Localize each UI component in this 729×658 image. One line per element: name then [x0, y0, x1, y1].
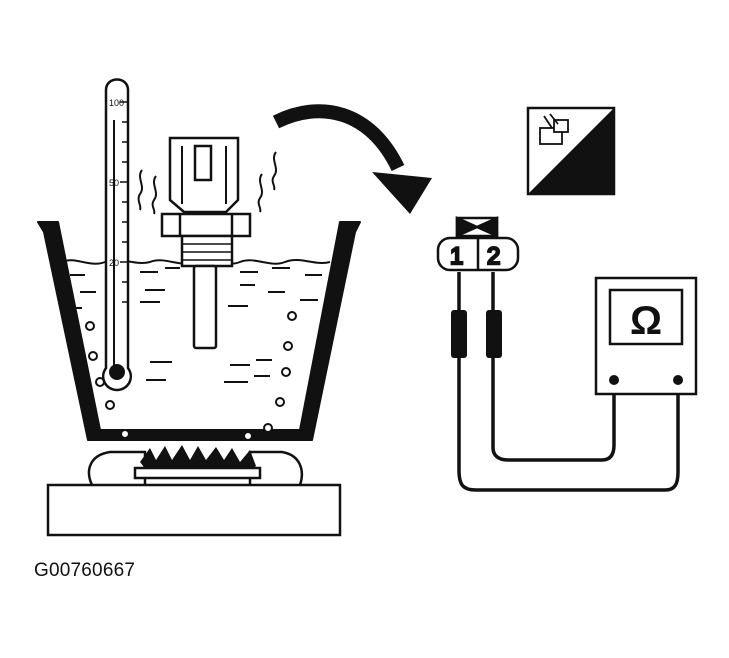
thermometer-label-low: 20	[109, 258, 119, 268]
test-lead-2-wire	[491, 272, 616, 462]
test-lead-1-wire	[457, 272, 680, 492]
sensor-connector-latch	[193, 144, 213, 182]
water-ripples	[70, 267, 322, 383]
test-lead-2-probe	[486, 310, 502, 358]
ohmmeter: Ω	[594, 276, 698, 396]
thermometer: 100 50 20	[101, 78, 133, 392]
burner-ring	[133, 466, 262, 480]
ohmmeter-display	[608, 288, 684, 346]
curved-arrow-shaft	[272, 104, 405, 172]
boiling-bubbles	[85, 311, 297, 441]
connector-pin-1-label: 1	[450, 243, 463, 270]
test-lead-1-probe	[451, 310, 467, 358]
ohmmeter-terminal-left	[609, 375, 619, 385]
ohmmeter-ohm-symbol: Ω	[630, 299, 662, 343]
figure-id-caption: G00760667	[34, 560, 136, 581]
curved-arrow-head	[372, 172, 432, 214]
pot-outline	[37, 221, 361, 441]
thermometer-ticks	[120, 101, 127, 303]
heat-waves	[137, 151, 277, 215]
temperature-sensor	[160, 136, 252, 350]
sensor-probe-tip	[192, 264, 218, 350]
sensor-connector: 1 2	[436, 216, 520, 272]
burner-stand	[46, 445, 342, 537]
test-leads	[451, 272, 680, 492]
burner-left-support	[87, 450, 147, 486]
thermometer-bulb	[109, 364, 125, 380]
tool-badge: T.S.	[526, 106, 616, 196]
tool-icon	[539, 113, 569, 145]
direction-arrow	[272, 104, 432, 214]
tool-badge-dark-half	[528, 108, 614, 194]
tool-badge-label: T.S.	[563, 168, 604, 195]
thermometer-tube	[101, 78, 133, 392]
ohmmeter-terminal-right	[673, 375, 683, 385]
thermometer-label-mid: 50	[109, 178, 119, 188]
burner-right-support	[248, 450, 304, 486]
connector-pin-2-label: 2	[487, 243, 500, 270]
sensor-hex-nut	[160, 212, 252, 238]
sensor-thread	[180, 234, 234, 268]
thermometer-label-high: 100	[109, 98, 124, 108]
burner-base-plate	[46, 483, 342, 537]
